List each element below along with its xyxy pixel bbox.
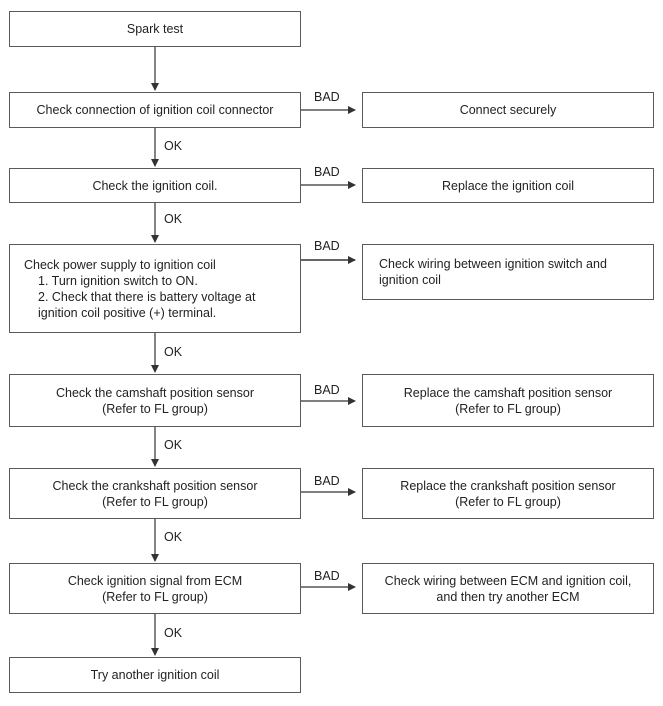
remedy-box-step4: Replace the camshaft position sensor (Re… bbox=[362, 374, 654, 427]
check-box-step1: Check connection of ignition coil connec… bbox=[9, 92, 301, 128]
check-title: Check power supply to ignition coil bbox=[24, 257, 216, 272]
bad-label: BAD bbox=[314, 165, 340, 179]
remedy-box-step5: Replace the crankshaft position sensor (… bbox=[362, 468, 654, 519]
check-text: Check the ignition coil. bbox=[92, 178, 218, 193]
bad-label: BAD bbox=[314, 474, 340, 488]
check-text: Check connection of ignition coil connec… bbox=[36, 103, 274, 117]
check-box-step5: Check the crankshaft position sensor (Re… bbox=[9, 468, 301, 519]
remedy-box-step1: Connect securely bbox=[362, 92, 654, 128]
check-text-line2: (Refer to FL group) bbox=[102, 401, 208, 416]
ok-label: OK bbox=[164, 139, 183, 153]
check-text-line2: (Refer to FL group) bbox=[102, 494, 208, 509]
substep-1: 1. Turn ignition switch to ON. bbox=[38, 273, 198, 288]
remedy-box-step6: Check wiring between ECM and ignition co… bbox=[362, 563, 654, 614]
remedy-text-line1: Check wiring between ignition switch and bbox=[379, 257, 607, 271]
start-box: Spark test bbox=[9, 11, 301, 47]
substep-2-cont: ignition coil positive (+) terminal. bbox=[38, 305, 217, 320]
bad-label: BAD bbox=[314, 569, 340, 583]
check-box-step3: Check power supply to ignition coil 1. T… bbox=[9, 244, 301, 333]
remedy-text-line1: Replace the crankshaft position sensor bbox=[400, 478, 616, 493]
remedy-text: Replace the ignition coil bbox=[441, 178, 575, 193]
remedy-text: Connect securely bbox=[459, 103, 557, 117]
bad-label: BAD bbox=[314, 383, 340, 397]
start-label: Spark test bbox=[126, 22, 184, 36]
remedy-text-line1: Replace the camshaft position sensor bbox=[403, 385, 613, 400]
remedy-text-line2: and then try another ECM bbox=[436, 589, 580, 604]
remedy-text-line1: Check wiring between ECM and ignition co… bbox=[384, 573, 632, 588]
remedy-text-line2: ignition coil bbox=[379, 273, 441, 287]
end-label: Try another ignition coil bbox=[90, 668, 220, 682]
ok-label: OK bbox=[164, 212, 183, 226]
check-box-step6: Check ignition signal from ECM (Refer to… bbox=[9, 563, 301, 614]
ok-label: OK bbox=[164, 345, 183, 359]
check-text-line1: Check the crankshaft position sensor bbox=[52, 478, 258, 493]
substep-2: 2. Check that there is battery voltage a… bbox=[38, 289, 256, 304]
check-text-line1: Check the camshaft position sensor bbox=[55, 385, 255, 400]
remedy-box-step3: Check wiring between ignition switch and… bbox=[362, 244, 654, 300]
ok-label: OK bbox=[164, 438, 183, 452]
ok-label: OK bbox=[164, 626, 183, 640]
remedy-text-line2: (Refer to FL group) bbox=[455, 401, 561, 416]
remedy-box-step2: Replace the ignition coil bbox=[362, 168, 654, 203]
end-box: Try another ignition coil bbox=[9, 657, 301, 693]
check-box-step4: Check the camshaft position sensor (Refe… bbox=[9, 374, 301, 427]
ok-label: OK bbox=[164, 530, 183, 544]
bad-label: BAD bbox=[314, 239, 340, 253]
check-box-step2: Check the ignition coil. bbox=[9, 168, 301, 203]
bad-label: BAD bbox=[314, 90, 340, 104]
check-text-line2: (Refer to FL group) bbox=[102, 589, 208, 604]
remedy-text-line2: (Refer to FL group) bbox=[455, 494, 561, 509]
check-text-line1: Check ignition signal from ECM bbox=[67, 573, 243, 588]
